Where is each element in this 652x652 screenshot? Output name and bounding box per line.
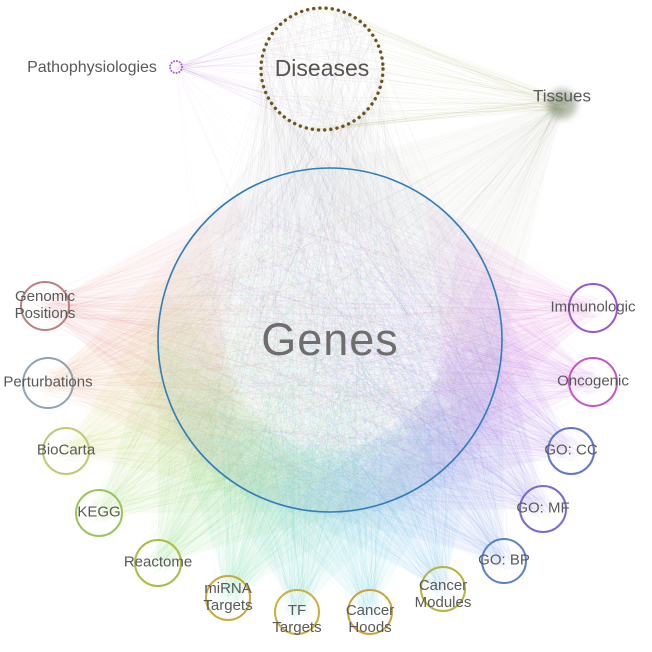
edge-cone-genomic-positions bbox=[45, 191, 244, 465]
node-circle-go-bp[interactable] bbox=[481, 538, 527, 584]
edge-cone-biocarta bbox=[66, 253, 289, 507]
node-circle-perturbations[interactable] bbox=[22, 357, 74, 409]
node-label-tissues[interactable]: Tissues bbox=[533, 86, 591, 106]
node-label-pathophysiologies[interactable]: Pathophysiologies bbox=[27, 59, 157, 77]
edge-bundle-oncogenic--genes bbox=[180, 186, 604, 507]
edge-bundle-go-mf--genes bbox=[168, 181, 555, 521]
edge-cone-go-cc bbox=[376, 267, 571, 506]
edge-bundle-kegg--genes bbox=[88, 176, 491, 524]
edge-bundle-reactome--genes bbox=[146, 181, 493, 574]
edge-cone-oncogenic bbox=[419, 227, 593, 488]
node-label-reactome[interactable]: Reactome bbox=[123, 553, 193, 571]
node-label-diseases[interactable]: Diseases bbox=[274, 55, 370, 82]
node-label-cancer-modules[interactable]: Cancer Modules bbox=[414, 577, 472, 611]
node-label-cancer-hoods[interactable]: Cancer Hoods bbox=[345, 602, 395, 636]
edge-bundle-diseases--tissues bbox=[259, 6, 570, 132]
edge-bundle-mirna-targets--genes bbox=[166, 181, 490, 609]
node-circle-tf-targets[interactable] bbox=[274, 589, 320, 635]
edge-cone-cancer-modules bbox=[253, 383, 497, 589]
node-label-go-bp[interactable]: GO: BP bbox=[478, 551, 530, 569]
node-circle-genes[interactable] bbox=[157, 167, 503, 513]
node-circle-kegg[interactable] bbox=[75, 489, 123, 537]
edge-cone-go-mf bbox=[332, 303, 543, 512]
node-label-mirna-targets[interactable]: miRNA Targets bbox=[203, 580, 253, 614]
node-label-tf-targets[interactable]: TF Targets bbox=[272, 602, 322, 636]
edge-cone-tf-targets bbox=[184, 431, 450, 612]
node-label-biocarta[interactable]: BioCarta bbox=[36, 441, 96, 459]
node-circle-mirna-targets[interactable] bbox=[205, 575, 251, 621]
edge-bundle-biocarta--genes bbox=[54, 191, 493, 505]
node-circle-immunologic[interactable] bbox=[568, 283, 618, 333]
node-circle-diseases[interactable] bbox=[259, 6, 385, 132]
node-circle-oncogenic[interactable] bbox=[568, 357, 618, 407]
edge-bundle-go-bp--genes bbox=[172, 181, 515, 572]
node-circle-go-mf[interactable] bbox=[519, 485, 567, 533]
edge-bundle-immunologic--genes bbox=[167, 182, 604, 501]
node-circle-biocarta[interactable] bbox=[42, 427, 90, 475]
edge-cone-cancer-hoods bbox=[212, 426, 479, 612]
node-label-go-cc[interactable]: GO: CC bbox=[544, 441, 598, 459]
node-circle-genomic-positions[interactable] bbox=[20, 281, 70, 331]
edge-cone-immunologic bbox=[425, 196, 593, 457]
edge-cone-kegg bbox=[99, 290, 331, 513]
node-label-go-mf[interactable]: GO: MF bbox=[516, 499, 570, 517]
node-circle-reactome[interactable] bbox=[134, 539, 182, 587]
node-label-kegg[interactable]: KEGG bbox=[77, 503, 121, 521]
edge-bundle-pathophysiologies--diseases bbox=[173, 9, 384, 130]
edge-bundle-cancer-hoods--genes bbox=[169, 186, 485, 623]
edge-bundle-diseases--genes bbox=[167, 6, 495, 502]
edge-cone-reactome bbox=[158, 340, 374, 563]
edge-bundle-cancer-modules--genes bbox=[168, 181, 485, 600]
edge-bundle-tf-targets--genes bbox=[164, 183, 485, 623]
node-label-oncogenic[interactable]: Oncogenic bbox=[557, 372, 629, 390]
node-label-immunologic[interactable]: Immunologic bbox=[550, 298, 636, 316]
node-circle-pathophysiologies[interactable] bbox=[169, 60, 183, 74]
edge-bundle-perturbations--genes bbox=[36, 184, 484, 501]
node-label-genes[interactable]: Genes bbox=[261, 313, 399, 365]
edge-bundle-pathophysiologies--genes bbox=[172, 64, 472, 502]
node-circle-cancer-modules[interactable] bbox=[420, 566, 466, 612]
edge-cone-perturbations bbox=[48, 220, 249, 492]
edge-cone-mirna-targets bbox=[165, 389, 417, 598]
node-circle-go-cc[interactable] bbox=[547, 427, 595, 475]
node-circle-cancer-hoods[interactable] bbox=[347, 589, 393, 635]
edge-cone-go-bp bbox=[288, 338, 504, 561]
edge-bundle-tissues--genes bbox=[170, 96, 570, 504]
node-circle-tissues[interactable] bbox=[547, 89, 577, 119]
edge-bundle-go-cc--genes bbox=[173, 178, 583, 494]
node-label-genomic-positions[interactable]: Genomic Positions bbox=[14, 288, 76, 322]
node-label-perturbations[interactable]: Perturbations bbox=[3, 373, 93, 391]
